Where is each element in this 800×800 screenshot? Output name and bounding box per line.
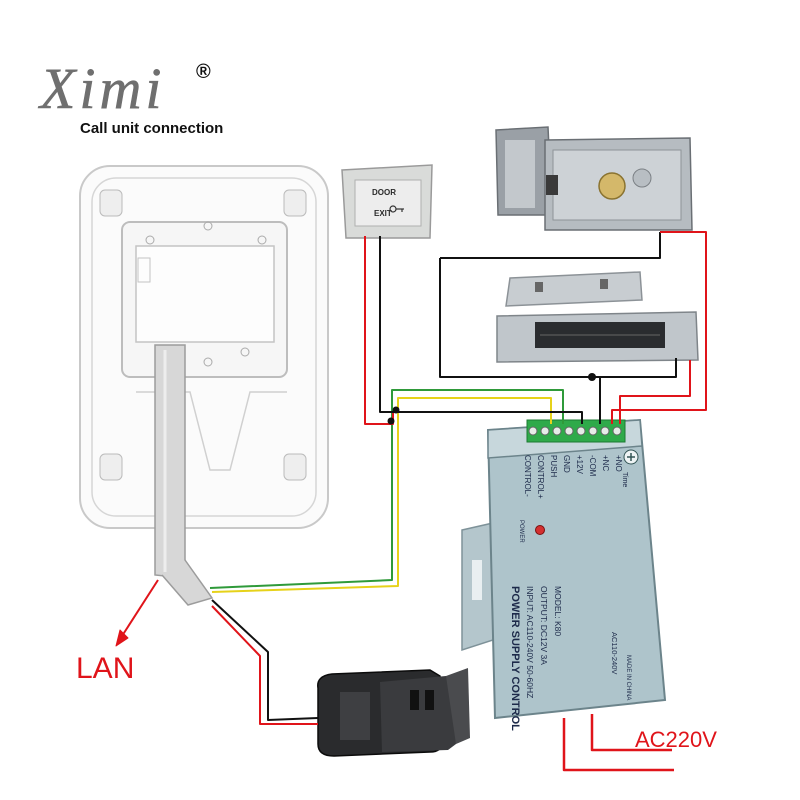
brand-logo: Ximi ®: [38, 56, 211, 122]
wire-yellow: [211, 397, 552, 593]
magnetic-lock: [496, 271, 699, 363]
wire-exit-black: [379, 236, 394, 413]
wire-exit-red: [364, 236, 394, 425]
power-led-icon: [535, 525, 545, 535]
electric-rim-lock: [495, 126, 693, 231]
power-supply-unit: CONTROL- CONTROL+ PUSH GND +12V -COM +NC…: [461, 418, 667, 731]
terminal-block: [526, 419, 626, 443]
time-label: Time: [621, 472, 628, 487]
psu-ac-range: AC110-240V: [610, 632, 619, 674]
wire-ac-line: [562, 718, 674, 772]
wire-adapter-black: [211, 599, 319, 721]
wire-lock-red: [611, 231, 707, 424]
terminal-label: +NC: [601, 455, 610, 471]
wire-lock-black: [439, 258, 601, 424]
call-unit-back-plate: [79, 165, 329, 529]
terminal-label: +12V: [575, 455, 584, 475]
terminal-label: GND: [562, 455, 571, 473]
wire-adapter-red: [211, 605, 318, 725]
time-adjust-knob-icon: [623, 449, 639, 465]
power-led-label: POWER: [518, 520, 524, 543]
exit-button-label-door: DOOR: [372, 188, 396, 197]
dc-power-adapter: [317, 668, 470, 757]
lan-label: LAN: [76, 652, 134, 685]
terminal-label: CONTROL+: [536, 455, 545, 499]
brand-logo-text: Ximi: [38, 56, 166, 121]
diagram-subtitle: Call unit connection: [80, 120, 223, 137]
key-icon: [389, 205, 404, 213]
wires: [115, 231, 707, 772]
wire-green: [209, 389, 564, 589]
ac220v-label: AC220V: [635, 727, 717, 752]
lan-arrow: [121, 579, 159, 637]
psu-input-spec: INPUT: AC110-240V 50-60HZ: [525, 586, 535, 698]
screw-hole-icon: [99, 189, 307, 481]
psu-model: MODEL: K80: [553, 586, 563, 636]
psu-made-in: MADE IN CHINA: [625, 655, 631, 700]
terminal-label: CONTROL-: [523, 455, 532, 497]
exit-button-label-exit: EXIT: [374, 209, 392, 218]
terminal-label: PUSH: [549, 455, 558, 477]
exit-button-device: DOOR EXIT: [341, 164, 433, 239]
terminal-label: +NO: [614, 455, 623, 472]
terminal-labels: CONTROL- CONTROL+ PUSH GND +12V -COM +NC…: [523, 455, 623, 499]
psu-output-spec: OUTPUT: DC12V 3A: [539, 586, 549, 665]
registered-mark: ®: [196, 61, 211, 83]
cable-bundle: [154, 344, 214, 606]
terminal-label: -COM: [588, 455, 597, 477]
psu-title: POWER SUPPLY CONTROL: [509, 586, 521, 731]
